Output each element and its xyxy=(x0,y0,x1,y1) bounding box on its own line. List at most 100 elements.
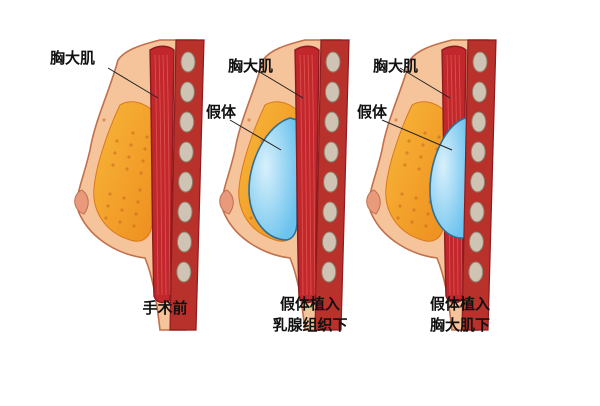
panel-3-rib xyxy=(469,201,485,223)
panel-1-gland-dot xyxy=(129,143,133,147)
panel-2-rib xyxy=(321,261,337,283)
panel-1-gland-dot xyxy=(131,131,135,135)
panel-2-muscle-fiber xyxy=(307,54,312,296)
panel-3-implant xyxy=(429,117,469,239)
panel-1-muscle-fiber xyxy=(162,54,167,296)
panel-1-gland-dot xyxy=(104,216,108,220)
panel-1-gland-dot xyxy=(106,204,110,208)
panel-3-gland-dot xyxy=(394,118,398,122)
panel-3-rib xyxy=(472,51,488,73)
panel-3-gland-dot xyxy=(437,135,441,139)
panel-3-gland-dot xyxy=(414,196,418,200)
panel-3-gland-dot xyxy=(423,131,427,135)
panel-1-gland-dot xyxy=(134,212,138,216)
panel-3-implant-leader-line xyxy=(381,119,453,151)
panel-1-rib xyxy=(176,261,192,283)
panel-1-gland-dot xyxy=(125,167,129,171)
panel-2-illustration xyxy=(219,39,350,331)
panel-1-gland-dot xyxy=(120,208,124,212)
panel-1-gland-dot xyxy=(136,200,140,204)
panel-2-nipple xyxy=(219,189,234,215)
panel-3-gland-dot xyxy=(419,155,423,159)
panel-1-rib xyxy=(178,171,194,193)
panel-1-muscle-leader-line xyxy=(107,67,159,99)
panel-2-rib xyxy=(323,171,339,193)
panel-2-implant-leader-line xyxy=(229,119,282,151)
panel-1-gland-dot xyxy=(141,159,145,163)
panel-3-illustration xyxy=(366,39,497,331)
panel-3-gland-dot xyxy=(403,163,407,167)
panel-3-rib xyxy=(470,141,486,163)
panel-1-rib xyxy=(179,81,195,103)
panel-3-caption-line-1: 假体植入 xyxy=(429,295,490,313)
panel-1-caption: 手术前 xyxy=(120,298,210,319)
panel-3-muscle-label: 胸大肌 xyxy=(373,57,419,75)
panel-3-gland-dot xyxy=(417,167,421,171)
panel-3-rib xyxy=(468,231,484,253)
panel-1-gland-dot xyxy=(118,220,122,224)
panel-1-gland-dot xyxy=(145,135,149,139)
panel-1-rib xyxy=(179,111,195,133)
panel-2-muscle-fiber xyxy=(299,54,304,296)
panel-1-gland-dot xyxy=(111,163,115,167)
panel-3-gland-dot xyxy=(398,204,402,208)
panel-3-gland-dot xyxy=(400,192,404,196)
panel-3-gland-dot xyxy=(426,212,430,216)
panel-1-illustration xyxy=(74,39,205,331)
panel-1-caption-line-1: 手术前 xyxy=(142,299,188,317)
panel-1-gland-dot xyxy=(127,155,131,159)
panel-1-muscle-label: 胸大肌 xyxy=(50,49,96,67)
panel-3-gland-dot xyxy=(424,224,428,228)
panel-2-rib xyxy=(322,201,338,223)
panel-3-rib xyxy=(468,261,484,283)
panel-1-gland-dot xyxy=(102,118,106,122)
panel-3-gland-dot xyxy=(421,143,425,147)
panel-2-rib xyxy=(323,141,339,163)
panel-3-rib xyxy=(470,171,486,193)
panel-1-gland-dot xyxy=(113,151,117,155)
panel-3-caption: 假体植入 胸大肌下 xyxy=(405,294,515,336)
panel-2-rib xyxy=(324,111,340,133)
panel-1-gland-dot xyxy=(108,192,112,196)
panel-1-gland-dot xyxy=(132,224,136,228)
panel-1-rib xyxy=(177,201,193,223)
panel-1-gland-dot xyxy=(139,171,143,175)
panel-2-gland-dot xyxy=(247,118,251,122)
panel-1-rib xyxy=(176,231,192,253)
panel-1-muscle-fiber xyxy=(158,54,163,296)
panel-2-muscle-leader-line xyxy=(252,67,304,99)
panel-2-implant-label: 假体 xyxy=(206,103,237,121)
panel-3-nipple xyxy=(366,189,381,215)
panel-2-caption-line-1: 假体植入 xyxy=(279,295,340,313)
panel-1-rib xyxy=(180,51,196,73)
panel-3-gland-dot xyxy=(396,216,400,220)
panel-2-muscle-label: 胸大肌 xyxy=(228,57,274,75)
panel-3-implant-label: 假体 xyxy=(357,103,388,121)
panel-2-muscle-fiber xyxy=(311,54,316,296)
panel-1-rib xyxy=(178,141,194,163)
panel-3-rib xyxy=(471,111,487,133)
panel-3-gland-dot xyxy=(412,208,416,212)
panel-1-gland-dot xyxy=(122,196,126,200)
panel-2-rib xyxy=(321,231,337,253)
panel-2-rib xyxy=(324,81,340,103)
panel-2-gland-dot xyxy=(249,216,253,220)
panel-3-gland-dot xyxy=(407,139,411,143)
panel-2-muscle-fiber xyxy=(303,54,308,296)
panel-1-gland-dot xyxy=(138,188,142,192)
panel-1-nipple xyxy=(74,189,89,215)
panel-3-caption-line-2: 胸大肌下 xyxy=(429,316,490,334)
panel-1-muscle-fiber xyxy=(166,54,171,296)
panel-3-gland-dot xyxy=(405,151,409,155)
panel-1-gland-dot xyxy=(115,139,119,143)
panel-2-caption-line-2: 乳腺组织下 xyxy=(272,316,348,334)
panel-3-gland-dot xyxy=(410,220,414,224)
panel-1-muscle-fiber xyxy=(154,54,159,296)
panel-2-implant xyxy=(248,117,298,241)
panel-2-caption: 假体植入 乳腺组织下 xyxy=(255,294,365,336)
panel-3-muscle-leader-line xyxy=(399,67,451,99)
panel-1-gland-dot xyxy=(143,147,147,151)
panel-3-rib xyxy=(471,81,487,103)
